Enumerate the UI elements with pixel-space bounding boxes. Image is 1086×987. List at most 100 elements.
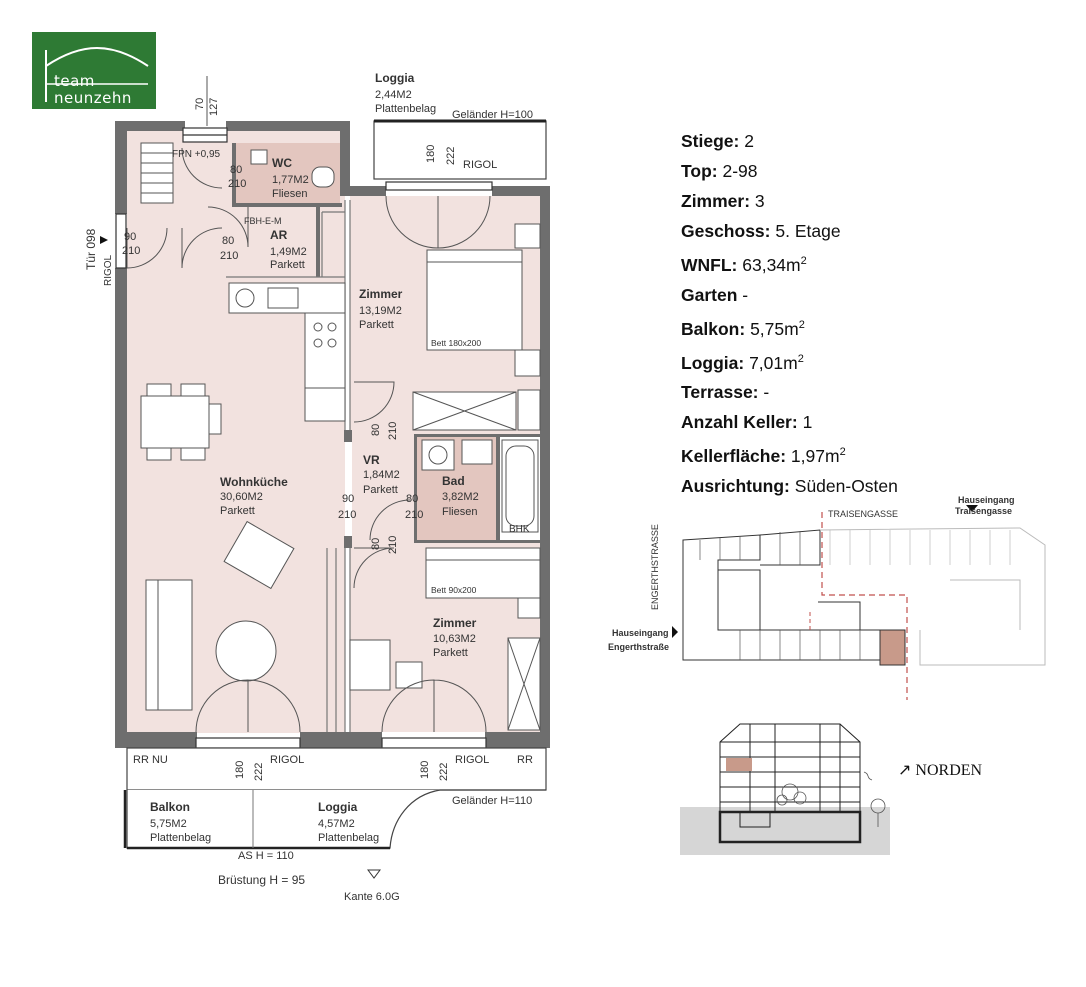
info-row-anzahl-keller: Anzahl Keller: 1 <box>681 407 898 437</box>
north-label: NORDEN <box>915 762 983 779</box>
loggia-top-name: Loggia <box>375 71 415 85</box>
zimmer2-name: Zimmer <box>433 616 477 630</box>
bad-floor: Fliesen <box>442 506 477 518</box>
kante-label: Kante 6.0G <box>344 891 400 903</box>
logo-line2: neunzehn <box>54 89 132 107</box>
ar-door-w: 80 <box>222 235 234 247</box>
logo-line1: team <box>54 72 95 90</box>
apartment-info: Stiege: 2 Top: 2-98 Zimmer: 3 Geschoss: … <box>681 126 898 501</box>
info-row-geschoss: Geschoss: 5. Etage <box>681 216 898 246</box>
info-value: 1,97m <box>790 446 840 467</box>
bad-door-h: 210 <box>405 509 423 521</box>
info-value: Süden-Osten <box>794 476 898 497</box>
dim-210-vr1: 210 <box>387 422 399 440</box>
info-value: 3 <box>754 191 765 211</box>
zimmer1-name: Zimmer <box>359 287 403 301</box>
loggia-top-area: 2,44M2 <box>375 89 412 101</box>
vr-name: VR <box>363 453 380 467</box>
vr-door-w: 90 <box>342 493 354 505</box>
hauseingang-e1: Hauseingang <box>612 628 669 638</box>
tuer-label: Tür 098 <box>84 228 98 270</box>
loggia-bottom-floor: Plattenbelag <box>318 832 379 844</box>
dim-180-bl: 180 <box>234 761 246 779</box>
info-value: 2 <box>744 131 754 151</box>
info-value: 63,34m <box>742 254 801 275</box>
dim-180-top: 180 <box>425 145 437 163</box>
bett1-label: Bett 180x200 <box>431 338 481 348</box>
vr-fill <box>352 380 416 540</box>
vr-door-h: 210 <box>338 509 356 521</box>
entrance-marker-icon <box>966 505 978 512</box>
dim-222-br: 222 <box>438 763 450 781</box>
info-label: Terrasse: <box>681 382 759 403</box>
wc-area: 1,77M2 <box>272 174 309 186</box>
info-value: 2-98 <box>722 161 758 181</box>
info-value: - <box>763 382 770 403</box>
info-row-wnfl: WNFL: 63,34m2 <box>681 246 898 280</box>
rr-nu-label: RR NU <box>133 754 168 766</box>
info-row-top: Top: 2-98 <box>681 156 898 186</box>
ar-door-h: 210 <box>220 250 238 262</box>
wc-door-w: 80 <box>230 164 242 176</box>
vr-floor: Parkett <box>363 484 398 496</box>
team-neunzehn-logo: team neunzehn <box>32 32 156 109</box>
info-label: Stiege: <box>681 131 740 151</box>
as-h-label: AS H = 110 <box>238 850 294 862</box>
dim-222-top: 222 <box>445 147 457 165</box>
wohnkueche-floor: Parkett <box>220 505 255 517</box>
hauseingang-e2: Engerthstraße <box>608 642 669 652</box>
north-indicator: ↗ NORDEN <box>898 760 982 780</box>
info-label: Balkon: <box>681 318 746 339</box>
info-unit-sup: 2 <box>798 318 805 331</box>
bhk-label: BHK <box>509 524 530 535</box>
wohnkueche-area: 30,60M2 <box>220 491 263 503</box>
info-unit-sup: 2 <box>800 255 807 267</box>
dim-222-bl: 222 <box>253 763 265 781</box>
bruestung-label: Brüstung H = 95 <box>218 873 305 887</box>
info-row-balkon: Balkon: 5,75m2 <box>681 310 898 344</box>
engerthstrasse-label: ENGERTHSTRASSE <box>650 524 660 610</box>
balkon-floor: Plattenbelag <box>150 832 211 844</box>
balkon-area: 5,75M2 <box>150 818 187 830</box>
hauseingang-t1: Hauseingang <box>958 495 1015 505</box>
info-label: WNFL: <box>681 254 738 275</box>
logo-roof-icon <box>45 47 149 102</box>
frn-label: FPN +0,95 <box>172 149 221 160</box>
traisengasse-label: TRAISENGASSE <box>828 509 898 519</box>
dining-table <box>140 383 222 461</box>
fbh-em: FBH-E-M <box>244 216 282 226</box>
info-value: 5,75m <box>750 318 799 339</box>
wc-name: WC <box>272 156 292 170</box>
dim-70: 70 <box>194 98 206 110</box>
gelaender-bottom: Geländer H=110 <box>452 795 532 807</box>
gelaender-top: Geländer H=100 <box>452 109 533 121</box>
info-value: 5. Etage <box>775 221 841 241</box>
rigol-left: RIGOL <box>103 254 114 286</box>
loggia-bottom-area: 4,57M2 <box>318 818 355 830</box>
wc-floor: Fliesen <box>272 188 307 200</box>
hauseingang-t2: Traisengasse <box>955 506 1012 516</box>
info-row-zimmer: Zimmer: 3 <box>681 186 898 216</box>
loggia-top-floor: Plattenbelag <box>375 103 436 115</box>
wc-door-h: 210 <box>228 178 246 190</box>
kante-marker <box>367 869 381 879</box>
dim-210-vr2: 210 <box>387 536 399 554</box>
dim-80-vr2: 80 <box>370 538 382 550</box>
apartment-location-marker <box>879 629 906 666</box>
entry-door-h: 210 <box>122 245 140 257</box>
info-label: Anzahl Keller: <box>681 412 798 433</box>
site-plan: TRAISENGASSE ENGERTHSTRASSE Hauseingang … <box>608 495 1046 700</box>
zimmer1-floor: Parkett <box>359 319 394 331</box>
info-label: Geschoss: <box>681 221 771 241</box>
info-label: Ausrichtung: <box>681 476 790 497</box>
floor-plan: Loggia 2,44M2 Plattenbelag Geländer H=10… <box>84 71 550 903</box>
balkon-name: Balkon <box>150 800 190 814</box>
zimmer2-area: 10,63M2 <box>433 633 476 645</box>
info-value: - <box>742 284 749 305</box>
info-label: Zimmer: <box>681 191 751 211</box>
bett2-label: Bett 90x200 <box>431 585 477 595</box>
info-label: Kellerfläche: <box>681 446 787 467</box>
zimmer2-floor: Parkett <box>433 647 468 659</box>
entrance-marker-icon-2 <box>672 626 678 638</box>
info-value: 1 <box>802 412 813 433</box>
